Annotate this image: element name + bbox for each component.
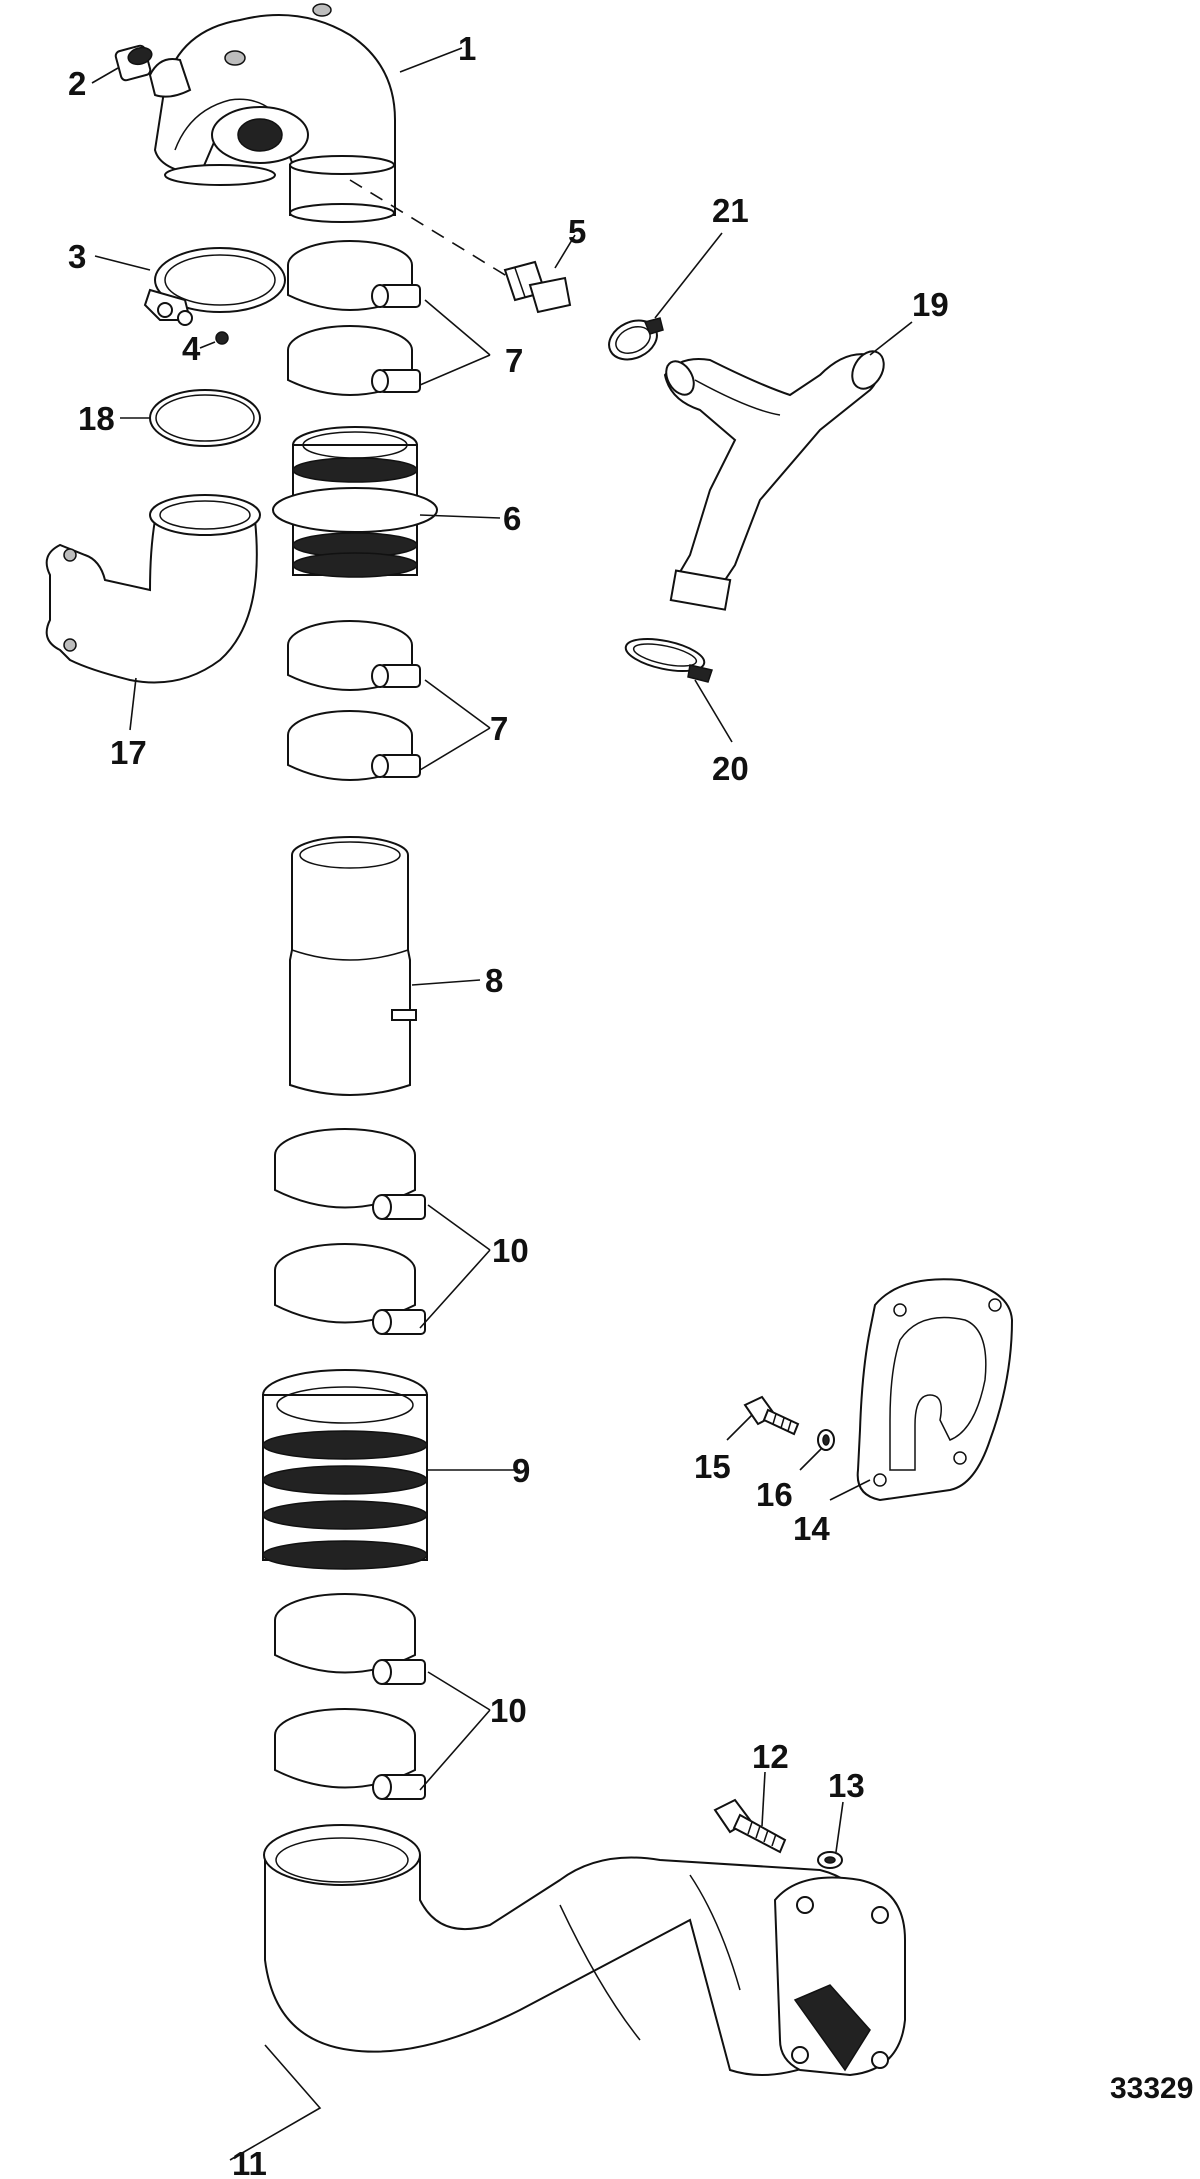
part-21-hose-clamp (608, 317, 664, 361)
figure-reference-number: 33329 (1110, 2072, 1193, 2105)
callout-3: 3 (68, 238, 86, 275)
part-7-clamps-upper (287, 240, 421, 396)
callout-9: 9 (512, 1452, 530, 1489)
callout-12: 12 (752, 1738, 789, 1775)
part-19-y-hose (663, 350, 885, 611)
callout-8: 8 (485, 962, 503, 999)
part-20-hose-clamp (624, 637, 713, 683)
part-14-gasket (856, 1278, 1014, 1502)
callout-7-lower: 7 (490, 710, 508, 747)
callout-10-upper: 10 (492, 1232, 529, 1269)
part-17-exhaust-elbow (45, 494, 261, 684)
callout-11: 11 (232, 2145, 267, 2179)
callout-6: 6 (503, 500, 521, 537)
callout-10-lower: 10 (490, 1692, 527, 1729)
part-13-washer (817, 1851, 843, 1869)
callout-13: 13 (828, 1767, 865, 1804)
part-11-exhaust-pipe (263, 1824, 906, 2077)
callout-7-upper: 7 (505, 342, 523, 379)
part-7-clamps-lower (287, 620, 421, 781)
callout-19: 19 (912, 286, 949, 323)
centerline-1-to-5 (349, 179, 511, 279)
part-4-nut (215, 331, 229, 345)
part-9-bellows (262, 1369, 428, 1570)
callout-16: 16 (756, 1476, 793, 1513)
part-10-clamps-upper (274, 1128, 426, 1335)
leader-lines (91, 47, 913, 2161)
callout-21: 21 (712, 192, 749, 229)
callout-20: 20 (712, 750, 749, 787)
callout-14: 14 (793, 1510, 830, 1547)
part-18-o-ring (149, 389, 261, 447)
callout-labels: 1 2 3 4 5 6 7 7 8 9 10 10 11 12 13 14 15… (68, 30, 949, 2179)
callout-1: 1 (458, 30, 476, 67)
part-10-clamps-lower (274, 1593, 426, 1800)
part-3-clamp (143, 247, 286, 326)
callout-4: 4 (182, 330, 201, 367)
callout-5: 5 (568, 213, 586, 250)
callout-18: 18 (78, 400, 115, 437)
part-8-reducer (289, 836, 417, 1096)
callout-17: 17 (110, 734, 147, 771)
callout-15: 15 (694, 1448, 731, 1485)
callout-2: 2 (68, 65, 86, 102)
part-1-elbow (148, 3, 396, 223)
part-16-washer (817, 1429, 835, 1451)
part-5-fitting (503, 260, 572, 314)
part-2-cap (114, 44, 153, 82)
part-12-bolt (713, 1798, 787, 1854)
part-15-bolt (743, 1395, 800, 1436)
part-6-bellows (272, 426, 438, 578)
